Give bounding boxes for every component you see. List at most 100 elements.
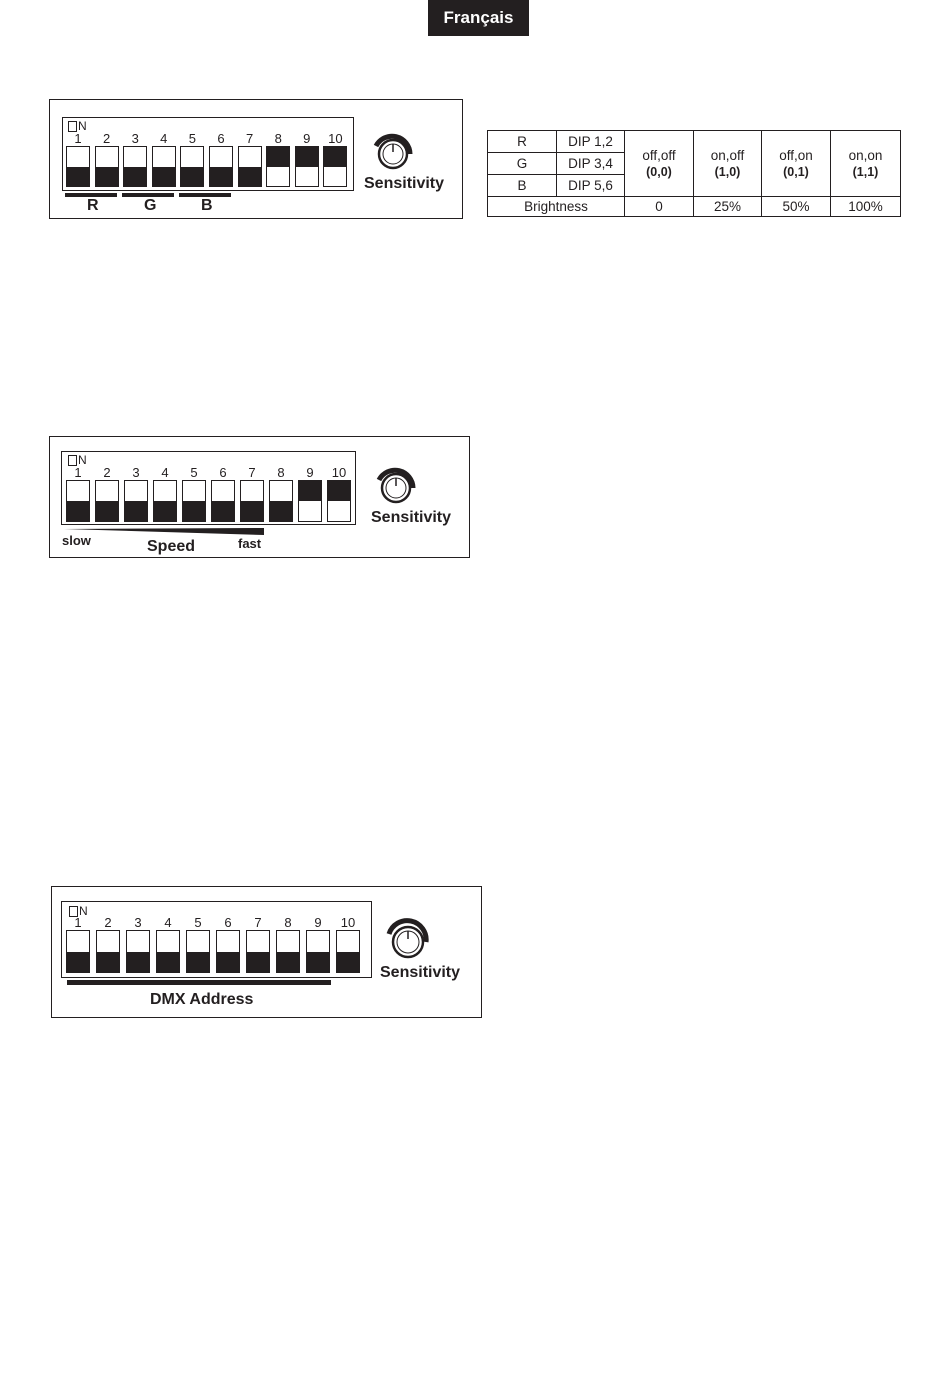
dip-switch-8[interactable]: 8 — [266, 132, 290, 187]
dip-switch-number: 10 — [336, 916, 360, 929]
dip-switch-lever — [238, 146, 262, 187]
dip-panel-dmx: N 12345678910 DMX Address Sensitivity — [51, 886, 482, 1018]
dip-switch-number: 10 — [323, 132, 347, 145]
dip-switch-number: 2 — [95, 132, 119, 145]
slow-label: slow — [62, 533, 91, 548]
dip-switch-3[interactable]: 3 — [126, 916, 150, 973]
dmx-address-label: DMX Address — [150, 991, 253, 1009]
sensitivity-knob-icon[interactable] — [383, 917, 437, 963]
dip-switch-lever — [156, 930, 180, 973]
dip-switch-number: 4 — [153, 466, 177, 479]
dip-switch-7[interactable]: 7 — [240, 466, 264, 522]
dip-switch-4[interactable]: 4 — [152, 132, 176, 187]
dip-switch-10[interactable]: 10 — [327, 466, 351, 522]
brightness-label: Brightness — [488, 197, 625, 217]
dip-switch-7[interactable]: 7 — [238, 132, 262, 187]
dip-switch-number: 7 — [240, 466, 264, 479]
dip-switch-8[interactable]: 8 — [276, 916, 300, 973]
dips-b: DIP 5,6 — [557, 175, 625, 197]
dip-switch-number: 5 — [180, 132, 204, 145]
channel-r: R — [488, 131, 557, 153]
dip-switch-2[interactable]: 2 — [96, 916, 120, 973]
dips-r: DIP 1,2 — [557, 131, 625, 153]
dip-switch-2[interactable]: 2 — [95, 466, 119, 522]
dip-switch-lever — [211, 480, 235, 522]
dip-switch-lever — [186, 930, 210, 973]
speed-label: Speed — [147, 538, 195, 556]
dip-switch-number: 9 — [298, 466, 322, 479]
brightness-50: 50% — [762, 197, 831, 217]
dip-switch-lever — [276, 930, 300, 973]
channel-g: G — [488, 153, 557, 175]
dip-switch-9[interactable]: 9 — [306, 916, 330, 973]
setting-off-on: off,on(0,1) — [762, 131, 831, 197]
dip-switch-lever — [66, 146, 90, 187]
dip-switch-7[interactable]: 7 — [246, 916, 270, 973]
dip-switch-6[interactable]: 6 — [211, 466, 235, 522]
dip-switch-lever — [298, 480, 322, 522]
dip-switch-number: 2 — [95, 466, 119, 479]
dip-switch-lever — [209, 146, 233, 187]
sensitivity-knob-icon[interactable] — [370, 130, 420, 174]
dip-switch-1[interactable]: 1 — [66, 916, 90, 973]
dip-switch-3[interactable]: 3 — [124, 466, 148, 522]
dip-switch-number: 8 — [266, 132, 290, 145]
dip-switch-number: 1 — [66, 132, 90, 145]
dip-switch-1[interactable]: 1 — [66, 466, 90, 522]
dip-switch-number: 1 — [66, 916, 90, 929]
setting-on-on: on,on(1,1) — [831, 131, 901, 197]
fast-label: fast — [238, 536, 261, 551]
dip-switch-number: 6 — [211, 466, 235, 479]
dip-switch-lever — [152, 146, 176, 187]
dip-switch-lever — [295, 146, 319, 187]
group-label-r: R — [87, 197, 99, 215]
dip-switch-number: 5 — [186, 916, 210, 929]
sensitivity-label: Sensitivity — [364, 175, 444, 193]
language-badge: Français — [428, 0, 529, 36]
dip-switch-9[interactable]: 9 — [298, 466, 322, 522]
dip-switch-5[interactable]: 5 — [180, 132, 204, 187]
dip-switch-8[interactable]: 8 — [269, 466, 293, 522]
dip-switch-4[interactable]: 4 — [156, 916, 180, 973]
dip-switch-4[interactable]: 4 — [153, 466, 177, 522]
dip-switch-lever — [216, 930, 240, 973]
dip-switch-lever — [327, 480, 351, 522]
dip-switch-number: 8 — [269, 466, 293, 479]
dip-switch-lever — [336, 930, 360, 973]
sensitivity-label: Sensitivity — [380, 964, 460, 982]
dip-switch-number: 7 — [238, 132, 262, 145]
dip-switch-number: 3 — [123, 132, 147, 145]
dip-switch-number: 3 — [124, 466, 148, 479]
dip-switch-lever — [306, 930, 330, 973]
dip-switch-number: 1 — [66, 466, 90, 479]
dip-switch-10[interactable]: 10 — [323, 132, 347, 187]
dip-switch-6[interactable]: 6 — [209, 132, 233, 187]
dip-switch-lever — [95, 146, 119, 187]
brightness-100: 100% — [831, 197, 901, 217]
dip-switch-lever — [153, 480, 177, 522]
dip-switch-5[interactable]: 5 — [186, 916, 210, 973]
dip-switch-number: 6 — [209, 132, 233, 145]
dip-switch-1[interactable]: 1 — [66, 132, 90, 187]
dip-switch-lever — [66, 930, 90, 973]
dip-switch-lever — [66, 480, 90, 522]
dip-switch-6[interactable]: 6 — [216, 916, 240, 973]
speed-wedge — [64, 528, 266, 536]
sensitivity-label: Sensitivity — [371, 509, 451, 527]
dip-switch-5[interactable]: 5 — [182, 466, 206, 522]
dip-switch-number: 7 — [246, 916, 270, 929]
dip-switch-2[interactable]: 2 — [95, 132, 119, 187]
dip-switch-block: N 12345678910 — [61, 451, 356, 525]
dip-switch-number: 8 — [276, 916, 300, 929]
sensitivity-knob-icon[interactable] — [373, 464, 423, 508]
brightness-table: R DIP 1,2 off,off(0,0) on,off(1,0) off,o… — [487, 130, 901, 217]
dip-switch-3[interactable]: 3 — [123, 132, 147, 187]
dip-switch-9[interactable]: 9 — [295, 132, 319, 187]
dip-switch-lever — [323, 146, 347, 187]
setting-off-off: off,off(0,0) — [625, 131, 694, 197]
dip-switch-10[interactable]: 10 — [336, 916, 360, 973]
setting-on-off: on,off(1,0) — [694, 131, 762, 197]
dip-switch-number: 4 — [152, 132, 176, 145]
